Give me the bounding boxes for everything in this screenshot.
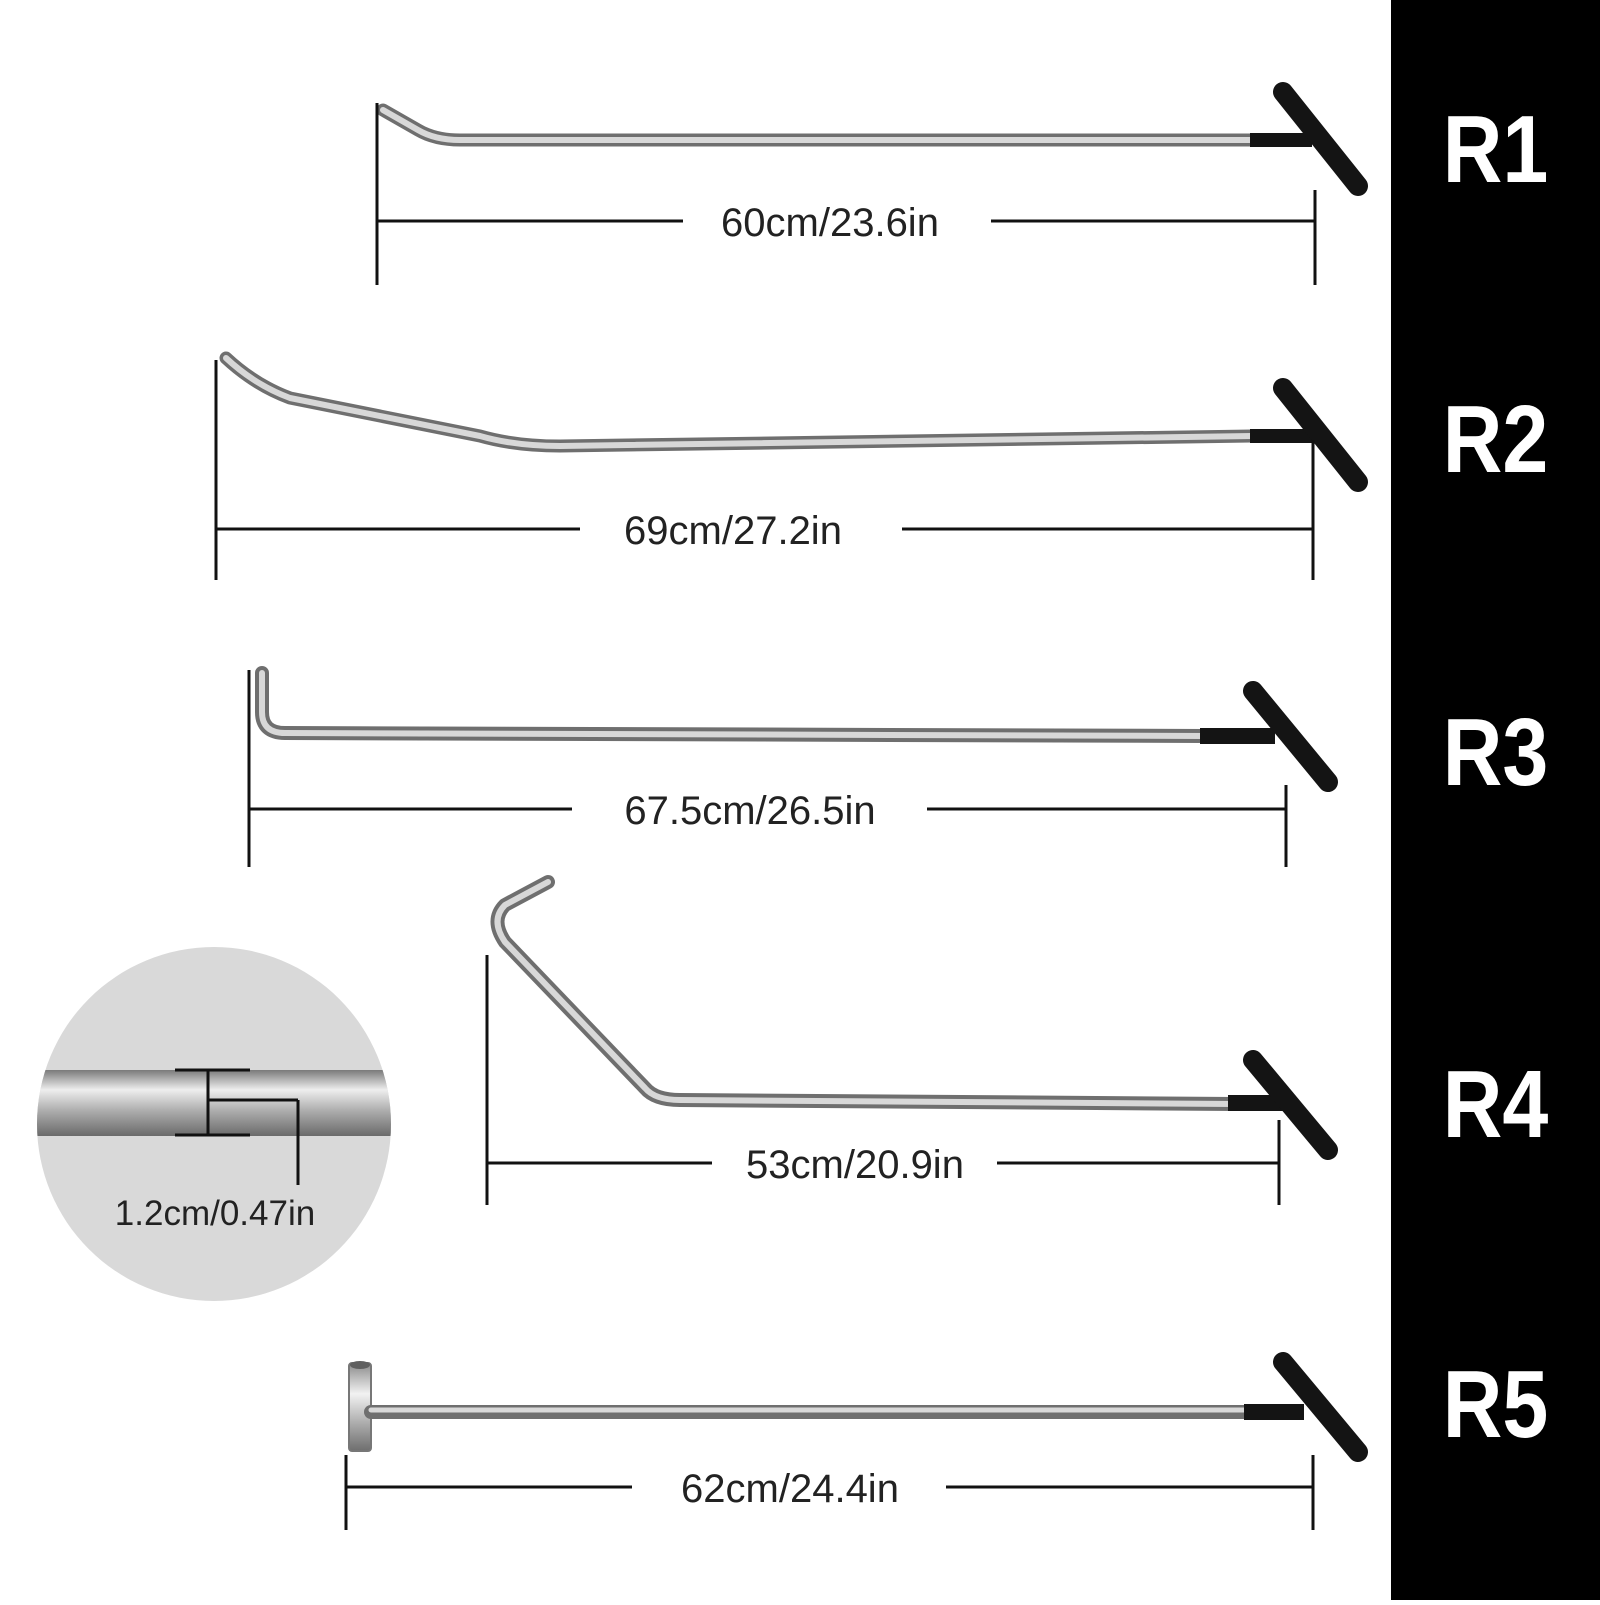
label-column (1391, 0, 1600, 1600)
rod-diameter: 1.2cm/0.47in (115, 1194, 315, 1233)
dimension-r3: 67.5cm/26.5in (247, 670, 1288, 867)
rod-r4-sleeve (1228, 1095, 1283, 1111)
rod-r1-shaft (376, 103, 1257, 147)
rod-r1 (376, 82, 1368, 196)
rod-r2-t-handle (1273, 378, 1368, 492)
rod-r3-shaft (259, 670, 1208, 739)
rod-r5-t-handle (1273, 1352, 1368, 1462)
rod-r4-shaft (494, 879, 1238, 1107)
rod-r4-t-handle (1243, 1050, 1338, 1160)
rod-label-r5: R5 (1442, 1351, 1549, 1458)
rod-r5 (348, 1352, 1368, 1462)
rod-r4-length: 53cm/20.9in (746, 1143, 964, 1187)
rod-r4 (490, 875, 1338, 1160)
diameter-inset: 1.2cm/0.47in (37, 947, 391, 1301)
rod-r5-sleeve (1244, 1404, 1304, 1420)
dimension-r4: 53cm/20.9in (485, 955, 1281, 1205)
rod-r3-sleeve (1200, 728, 1275, 744)
rod-r3 (255, 666, 1338, 792)
rod-r1-length: 60cm/23.6in (721, 201, 939, 245)
rod-r3-t-handle (1243, 681, 1338, 792)
rod-label-r3: R3 (1442, 699, 1549, 806)
rod-r1-t-handle (1273, 82, 1368, 196)
rod-r1-sleeve (1250, 133, 1312, 147)
rod-label-r1: R1 (1442, 96, 1549, 203)
dimension-r5: 62cm/24.4in (344, 1455, 1315, 1530)
rod-label-r4: R4 (1442, 1051, 1549, 1158)
rod-r2-sleeve (1250, 429, 1312, 443)
rod-label-r2: R2 (1442, 386, 1549, 493)
rod-r3-length: 67.5cm/26.5in (624, 789, 875, 833)
rod-r5-length: 62cm/24.4in (681, 1467, 899, 1511)
rod-r2-length: 69cm/27.2in (624, 509, 842, 553)
dimension-r2: 69cm/27.2in (214, 360, 1315, 580)
rod-r2-shaft (223, 355, 1255, 449)
inset-rod-closeup (37, 1070, 391, 1136)
rod-r2 (219, 351, 1368, 492)
dimension-r1: 60cm/23.6in (375, 103, 1317, 285)
